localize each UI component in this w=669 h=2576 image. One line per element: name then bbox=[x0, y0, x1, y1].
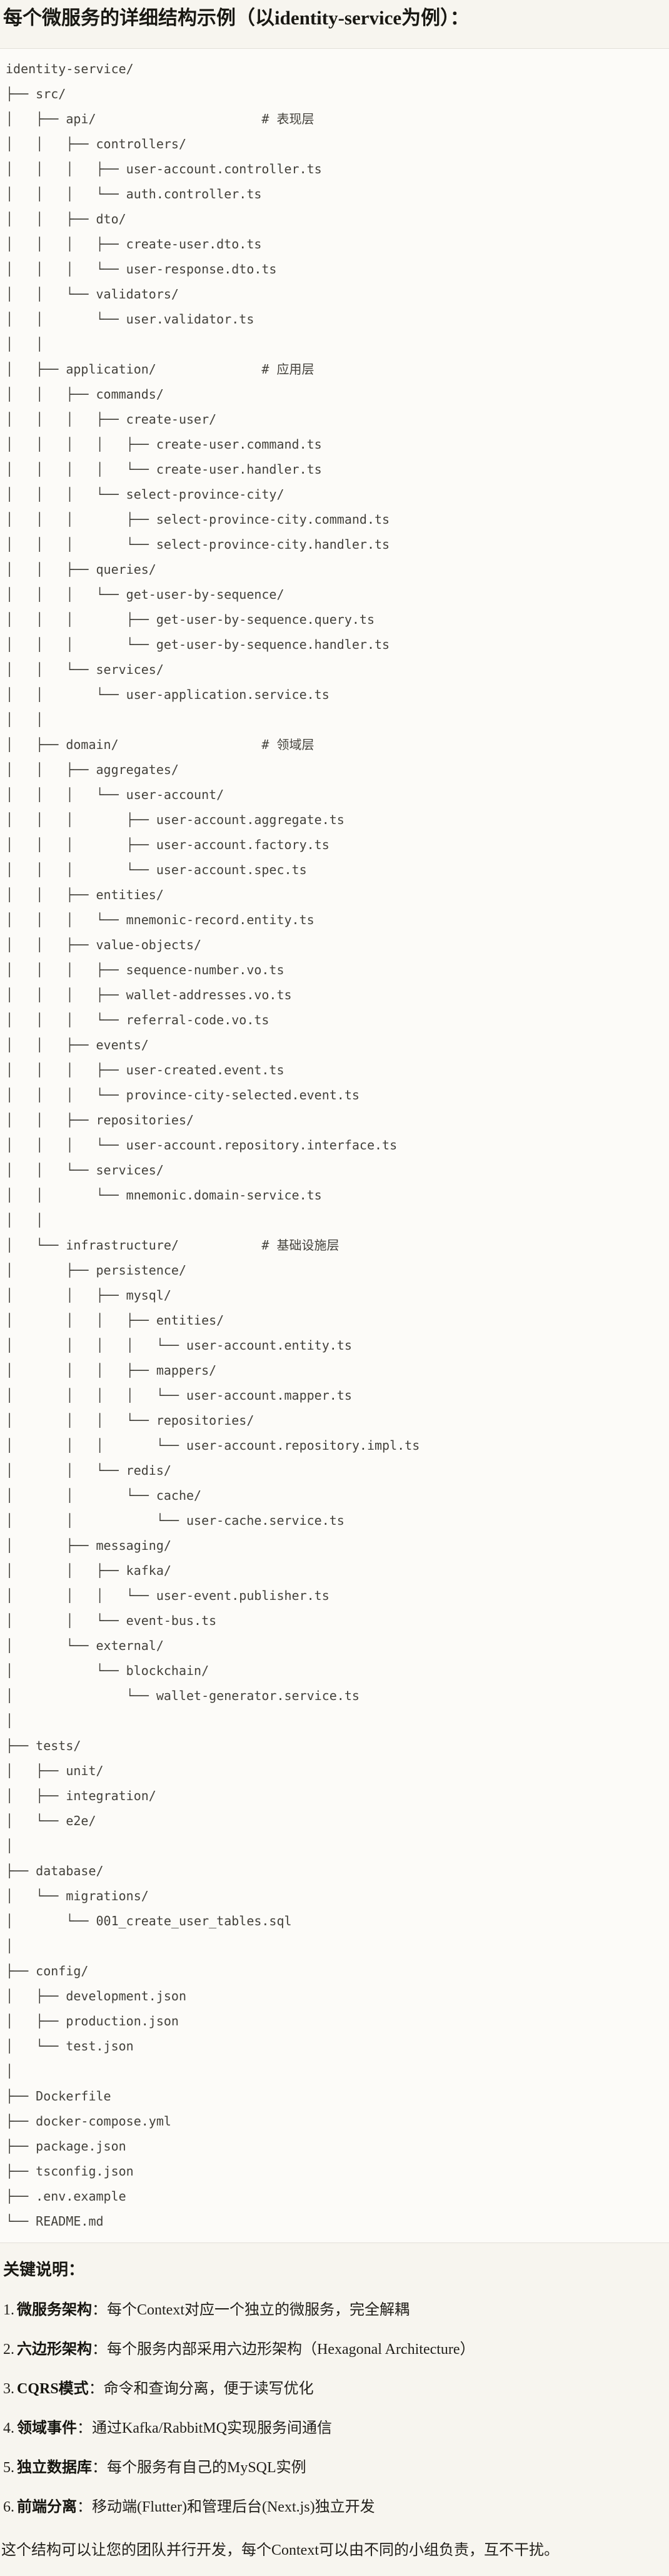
note-text: ：通过Kafka/RabbitMQ实现服务间通信 bbox=[77, 2420, 332, 2436]
note-label: 独立数据库 bbox=[17, 2459, 92, 2476]
notes-heading: 关键说明： bbox=[3, 2260, 85, 2279]
note-label: 前端分离 bbox=[17, 2498, 77, 2515]
note-item-1: 1.微服务架构：每个Context对应一个独立的微服务，完全解耦 bbox=[3, 2298, 666, 2322]
closing-paragraph: 这个结构可以让您的团队并行开发，每个Context可以由不同的小组负责，互不干扰… bbox=[1, 2542, 559, 2558]
note-text: ：移动端(Flutter)和管理后台(Next.js)独立开发 bbox=[77, 2498, 375, 2515]
note-number: 1. bbox=[3, 2301, 14, 2318]
note-text: ：每个服务内部采用六边形架构（Hexagonal Architecture） bbox=[92, 2341, 475, 2358]
note-item-6: 6.前端分离：移动端(Flutter)和管理后台(Next.js)独立开发 bbox=[3, 2495, 666, 2519]
note-text: ：命令和查询分离，便于读写优化 bbox=[88, 2380, 314, 2397]
note-text: ：每个Context对应一个独立的微服务，完全解耦 bbox=[92, 2301, 410, 2318]
directory-tree: identity-service/ ├── src/ │ ├── api/ # … bbox=[6, 61, 420, 2229]
note-item-2: 2.六边形架构：每个服务内部采用六边形架构（Hexagonal Architec… bbox=[3, 2338, 666, 2361]
note-item-4: 4.领域事件：通过Kafka/RabbitMQ实现服务间通信 bbox=[3, 2416, 666, 2440]
note-label: 六边形架构 bbox=[17, 2341, 92, 2358]
note-number: 6. bbox=[3, 2498, 14, 2515]
note-label: 微服务架构 bbox=[17, 2301, 92, 2318]
page-title: 每个微服务的详细结构示例（以identity-service为例）： bbox=[3, 7, 470, 29]
note-label: 领域事件 bbox=[17, 2420, 77, 2436]
notes-list: 1.微服务架构：每个Context对应一个独立的微服务，完全解耦 2.六边形架构… bbox=[3, 2298, 666, 2519]
note-label: CQRS模式 bbox=[17, 2380, 89, 2397]
note-number: 4. bbox=[3, 2420, 14, 2436]
note-item-3: 3.CQRS模式：命令和查询分离，便于读写优化 bbox=[3, 2377, 666, 2401]
note-number: 5. bbox=[3, 2459, 14, 2476]
note-number: 3. bbox=[3, 2380, 14, 2397]
directory-tree-code-block: identity-service/ ├── src/ │ ├── api/ # … bbox=[0, 48, 669, 2243]
note-number: 2. bbox=[3, 2341, 14, 2358]
note-text: ：每个服务有自己的MySQL实例 bbox=[92, 2459, 306, 2476]
note-item-5: 5.独立数据库：每个服务有自己的MySQL实例 bbox=[3, 2456, 666, 2480]
